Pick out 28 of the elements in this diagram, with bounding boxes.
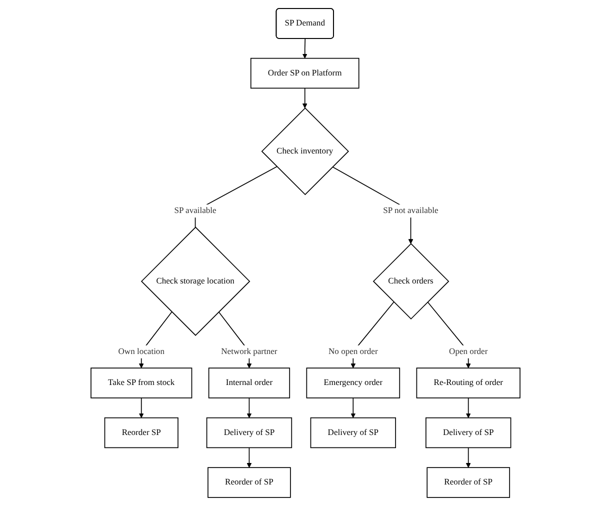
node-box: Delivery of SP — [310, 417, 396, 448]
arrow — [302, 88, 308, 108]
node-diamond: Check storage location — [140, 226, 250, 336]
node-box: Delivery of SP — [426, 417, 512, 448]
node-box: Delivery of SP — [206, 417, 292, 448]
node-box: Reorder of SP — [426, 467, 510, 498]
arrow — [350, 397, 356, 418]
edge-label: Open order — [449, 347, 488, 356]
node-box: Reorder of SP — [208, 467, 291, 498]
node-box: Reorder SP — [104, 417, 178, 448]
node-diamond: Check orders — [372, 243, 450, 320]
node-box: Internal order — [208, 368, 290, 398]
arrow — [246, 447, 252, 468]
edge-label: SP not available — [383, 206, 438, 216]
node-box: Take SP from stock — [90, 368, 192, 398]
arrow — [466, 447, 471, 468]
arrow — [466, 397, 471, 418]
node-diamond: Check inventory — [261, 107, 349, 196]
node-box: Re-Routing of order — [416, 368, 520, 398]
node-box: Order SP on Platform — [250, 58, 360, 89]
edge-label: SP available — [174, 206, 216, 216]
edge-label: Network partner — [221, 347, 278, 356]
arrow — [302, 38, 308, 59]
node-box: Emergency order — [306, 368, 400, 398]
edge-label: No open order — [328, 347, 378, 356]
arrow — [246, 397, 252, 418]
arrow — [138, 397, 144, 418]
edge-label: Own location — [118, 347, 164, 356]
